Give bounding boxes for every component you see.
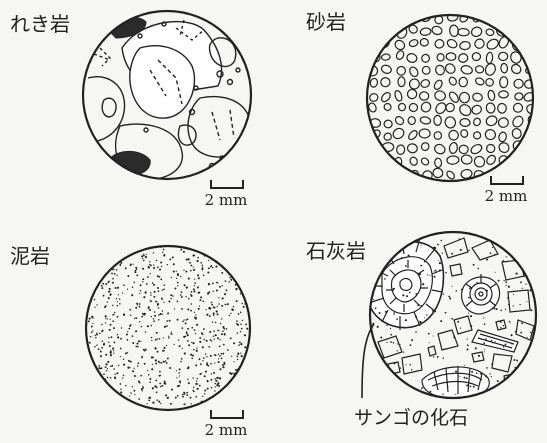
scale-bar-line (490, 176, 524, 185)
conglomerate-scale-label: 2 mm (196, 192, 256, 208)
sandstone-label: 砂岩 (306, 12, 346, 32)
scale-bar-line (210, 410, 244, 419)
coral-fossil (370, 238, 443, 330)
scale-bar-line (210, 180, 244, 189)
sandstone-scale-bar: 2 mm (476, 176, 536, 206)
conglomerate-circle (80, 8, 254, 182)
conglomerate-label: れき岩 (10, 14, 70, 34)
sandstone-circle (364, 12, 536, 184)
conglomerate-scale-bar: 2 mm (196, 180, 256, 210)
callout-leader-line (340, 320, 380, 400)
mudstone-scale-bar: 2 mm (196, 410, 256, 440)
limestone-label: 石灰岩 (306, 241, 366, 261)
sandstone-scale-label: 2 mm (476, 188, 536, 204)
mudstone-scale-label: 2 mm (196, 422, 256, 438)
coral-fossil-label: サンゴの化石 (354, 408, 468, 428)
mudstone-label: 泥岩 (10, 246, 50, 266)
mudstone-circle (84, 244, 252, 412)
limestone-circle (368, 230, 538, 400)
